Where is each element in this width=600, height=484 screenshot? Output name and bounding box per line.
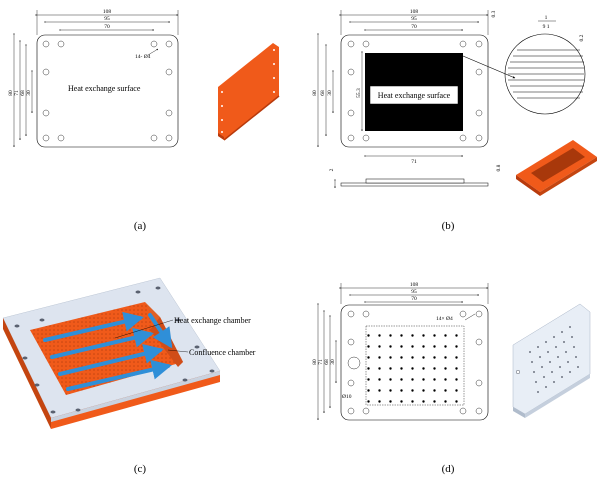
bolt-holes-c [14, 286, 215, 414]
label-heat-exchange-chamber: Heat exchange chamber [174, 316, 251, 325]
dim-a-70: 70 [104, 24, 110, 30]
panel-b: 108 95 70 80 68 30 55.3 Heat exchange su… [312, 9, 597, 232]
panel-d: 108 95 70 80 71 68 30 14× Ø4 Ø10 [312, 282, 591, 475]
caption-c: (c) [134, 463, 147, 475]
dim-b-55: 55.3 [356, 88, 362, 98]
dim-d-108: 108 [410, 282, 419, 288]
frac-top-b: 1 [545, 15, 548, 21]
hole-array-d [365, 325, 465, 406]
dim-a-80: 80 [8, 90, 14, 96]
orange-plate-iso-a [218, 43, 279, 140]
dim-b-02: 0.2 [579, 34, 585, 41]
dim-b-08: 0.8 [496, 164, 502, 171]
dim-d-68: 68 [324, 359, 330, 365]
dim-b-80: 80 [312, 90, 318, 96]
dim-b-2: 2 [329, 168, 335, 171]
detail-fins-b [508, 49, 584, 99]
dim-a-68: 68 [20, 90, 26, 96]
dim-d-80: 80 [312, 359, 318, 365]
dim-a-108: 108 [103, 9, 112, 15]
hole-note-a: 14- Ø4 [135, 54, 151, 60]
plate-outline-d [340, 304, 489, 421]
label-confluence-chamber: Confluence chamber [189, 348, 256, 357]
small-note-d: Ø10 [342, 394, 352, 400]
inlet-hole-d [347, 356, 361, 370]
bolt-holes-a [42, 40, 173, 142]
dim-b-108: 108 [410, 9, 419, 15]
dim-b-95: 95 [411, 16, 417, 22]
surface-label-b: Heat exchange surface [378, 91, 451, 100]
dim-b-71: 71 [411, 159, 417, 165]
side-view-b [340, 182, 489, 187]
dim-b-30: 30 [327, 90, 333, 96]
plate-outline-b [340, 34, 489, 148]
dim-b-03: 0.3 [491, 10, 497, 17]
dim-d-30: 30 [330, 359, 336, 365]
dim-b-68: 68 [320, 90, 326, 96]
caption-a: (a) [134, 220, 147, 232]
bolt-holes-d [347, 310, 483, 415]
white-plate-iso-d [512, 303, 591, 415]
dim-a-30: 30 [26, 90, 32, 96]
caption-d: (d) [442, 463, 455, 475]
frac-bottom-b: 9 1 [543, 24, 550, 30]
panel-a: 108 95 70 80 71 68 30 1 [8, 9, 280, 232]
panel-c: Heat exchange chamber Confluence chamber… [2, 277, 256, 475]
dim-a-71: 71 [14, 90, 20, 96]
plate-outline-a [36, 34, 179, 148]
hole-note-d: 14× Ø4 [436, 316, 453, 322]
bolt-holes-b [347, 40, 483, 142]
dim-d-70: 70 [411, 296, 417, 302]
dim-b-70: 70 [411, 24, 417, 30]
dim-a-95: 95 [104, 16, 110, 22]
surface-label-a: Heat exchange surface [68, 84, 141, 93]
caption-b: (b) [442, 220, 455, 232]
dim-d-95: 95 [411, 289, 417, 295]
flow-arrows-c [43, 311, 173, 391]
dim-d-71: 71 [318, 359, 324, 365]
